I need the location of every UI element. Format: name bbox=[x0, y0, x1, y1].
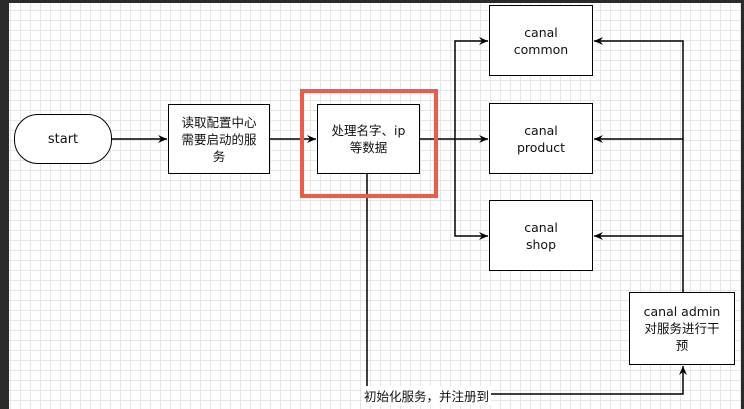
process-data-node[interactable]: 处理名字、ip 等数据 bbox=[317, 104, 420, 174]
canal-shop-node[interactable]: canal shop bbox=[489, 200, 593, 271]
start-node[interactable]: start bbox=[14, 114, 112, 164]
window-top-edge bbox=[0, 0, 744, 3]
edge-process-to-admin bbox=[366, 174, 687, 395]
edge-process-to-shop bbox=[454, 139, 488, 240]
canal-common-node[interactable]: canal common bbox=[489, 5, 593, 76]
init-register-label: 初始化服务，并注册到 bbox=[362, 386, 492, 405]
canal-admin-node[interactable]: canal admin 对服务进行干 预 bbox=[629, 292, 735, 365]
read-config-node[interactable]: 读取配置中心 需要启动的服 务 bbox=[168, 104, 270, 174]
edge-admin-to-common bbox=[594, 37, 684, 292]
highlight-box bbox=[300, 89, 438, 198]
edge-process-to-common bbox=[454, 37, 488, 139]
canal-product-node[interactable]: canal product bbox=[489, 103, 593, 174]
window-left-edge bbox=[0, 0, 9, 409]
window-right-edge bbox=[741, 0, 744, 409]
